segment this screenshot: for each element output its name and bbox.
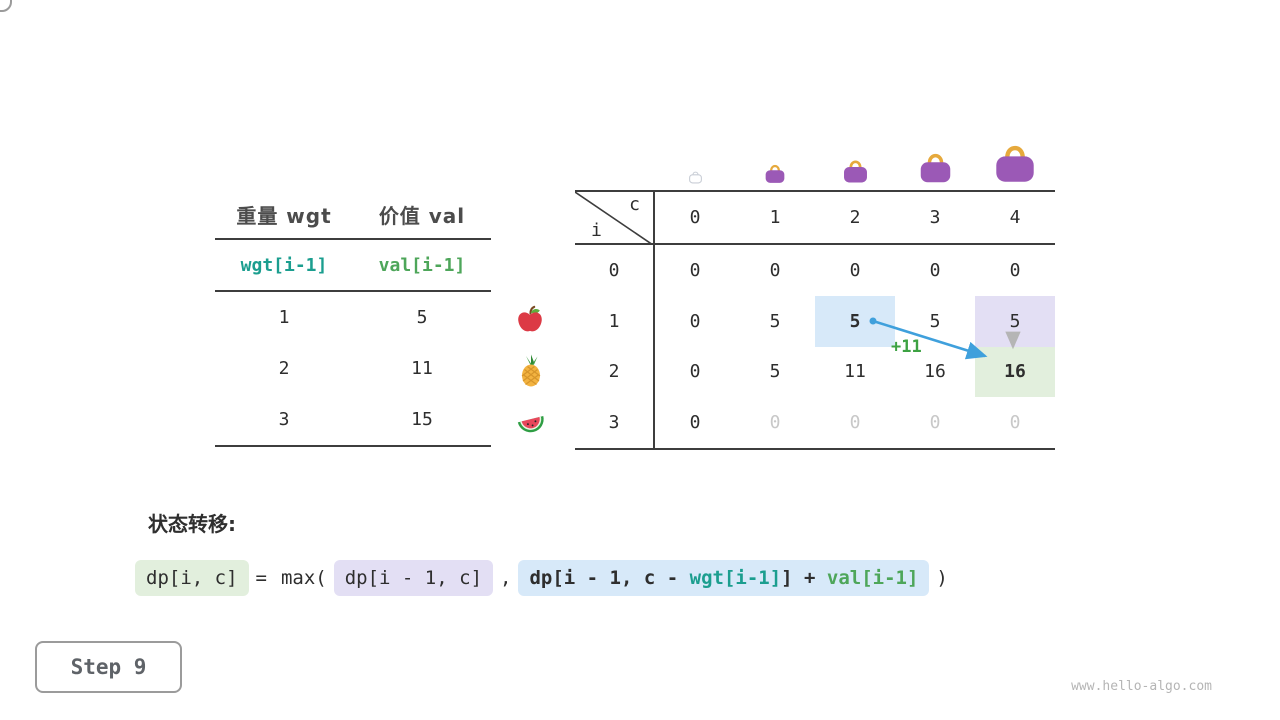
dp-cell-r0-c1: 0	[769, 259, 781, 281]
row-header-3: 3	[575, 397, 655, 448]
formula-arg1-chip: dp[i - 1, c]	[333, 560, 494, 596]
dp-cell-r2-c3: 16	[924, 361, 946, 383]
item-1-value: 5	[416, 307, 428, 328]
step-indicator: Step 9	[35, 641, 182, 693]
capacity-bags-row	[655, 136, 1055, 184]
formula-comma: ,	[500, 567, 512, 589]
row-header-1: 1	[575, 295, 655, 347]
step-label: Step 9	[70, 655, 147, 679]
dp-row-3: 3 0 0 0 0 0	[575, 397, 1055, 448]
col-header-3: 3	[929, 207, 941, 228]
item-2-value: 11	[411, 358, 433, 379]
bag-icon-capacity-4	[975, 136, 1055, 184]
items-index-row: wgt[i-1] val[i-1]	[215, 240, 491, 292]
col-header-2: 2	[849, 207, 861, 228]
val-index-label: val[i-1]	[378, 254, 466, 276]
corner-col-label: c	[629, 194, 640, 215]
item-3-weight: 3	[278, 409, 290, 430]
bag-icon-capacity-2	[815, 136, 895, 184]
dp-cell-r3-c3: 0	[929, 412, 941, 434]
formula-close-paren: )	[936, 567, 948, 589]
dp-cell-r0-c2: 0	[849, 259, 861, 281]
dp-table: c i 0 1 2 3 4 0 0 0 0 0 0 1 0 5 5 5 5 2	[575, 190, 1055, 450]
dp-cell-r2-c2: 11	[844, 361, 866, 383]
formula-arg2-chip: dp[i - 1, c - wgt[i-1]] + val[i-1]	[518, 560, 930, 596]
col-header-1: 1	[769, 207, 781, 228]
diagonal-divider	[575, 192, 653, 245]
dp-row-2: 2 0 5 11 16 16	[575, 346, 1055, 398]
dp-cell-r1-c0: 0	[689, 310, 701, 332]
bag-icon-capacity-3	[895, 136, 975, 184]
dp-cell-r0-c0: 0	[689, 259, 701, 281]
corner-row-label: i	[591, 220, 602, 241]
dp-cell-r1-c1: 5	[769, 310, 781, 332]
dp-cell-r2-c0: 0	[689, 361, 701, 383]
state-transition-formula: dp[i, c] = max( dp[i - 1, c] , dp[i - 1,…	[135, 560, 955, 596]
col-header-0: 0	[689, 207, 701, 228]
formula-lhs-chip: dp[i, c]	[135, 560, 249, 596]
arg2-prefix: dp[i - 1, c -	[529, 567, 690, 589]
formula-heading: 状态转移:	[148, 512, 236, 536]
dp-corner-cell: c i	[575, 192, 655, 245]
dp-cell-r1-c4-compare-highlight: 5	[975, 295, 1055, 347]
site-watermark: www.hello-algo.com	[1071, 679, 1212, 694]
dp-cell-r0-c3: 0	[929, 259, 941, 281]
wgt-index-label: wgt[i-1]	[240, 254, 328, 276]
col-header-4: 4	[1009, 207, 1021, 228]
dp-cell-r2-c4-current-highlight: 16	[975, 346, 1055, 398]
watermelon-icon	[515, 406, 547, 440]
row-header-2: 2	[575, 346, 655, 398]
dp-row-0: 0 0 0 0 0 0	[575, 245, 1055, 296]
plus-value-label: +11	[891, 337, 922, 357]
dp-cell-r3-c1: 0	[769, 412, 781, 434]
item-row-3: 3 15	[215, 394, 491, 445]
arg2-val-term: val[i-1]	[826, 567, 919, 589]
prev-panel-corner	[0, 0, 12, 12]
item-3-value: 15	[411, 409, 433, 430]
dp-cell-r3-c2: 0	[849, 412, 861, 434]
dp-cell-r3-c0: 0	[689, 412, 701, 434]
pineapple-icon	[515, 354, 547, 392]
dp-cell-r2-c1: 5	[769, 361, 781, 383]
dp-cell-r3-c4: 0	[1009, 412, 1021, 434]
arg2-wgt-term: wgt[i-1]	[689, 567, 782, 589]
dp-row-1: 1 0 5 5 5 5	[575, 295, 1055, 347]
item-row-2: 2 11	[215, 343, 491, 394]
bag-icon-capacity-0	[655, 136, 735, 184]
row-header-0: 0	[575, 245, 655, 296]
apple-icon	[515, 305, 545, 339]
formula-max-open: max(	[280, 567, 327, 589]
value-column-header: 价值 val	[378, 203, 466, 228]
weight-column-header: 重量 wgt	[236, 203, 332, 228]
dp-cell-r0-c4: 0	[1009, 259, 1021, 281]
items-header-row: 重量 wgt 价值 val	[215, 190, 491, 240]
item-2-weight: 2	[278, 358, 290, 379]
item-1-weight: 1	[278, 307, 290, 328]
bag-icon-capacity-1	[735, 136, 815, 184]
dp-header-row: c i 0 1 2 3 4	[575, 192, 1055, 245]
items-table: 重量 wgt 价值 val wgt[i-1] val[i-1] 1 5 2 11…	[215, 190, 491, 447]
formula-equals: =	[255, 567, 267, 589]
arg2-mid: ] +	[781, 567, 827, 589]
dp-cell-r1-c2-source-highlight: 5	[815, 295, 895, 347]
item-row-1: 1 5	[215, 292, 491, 343]
